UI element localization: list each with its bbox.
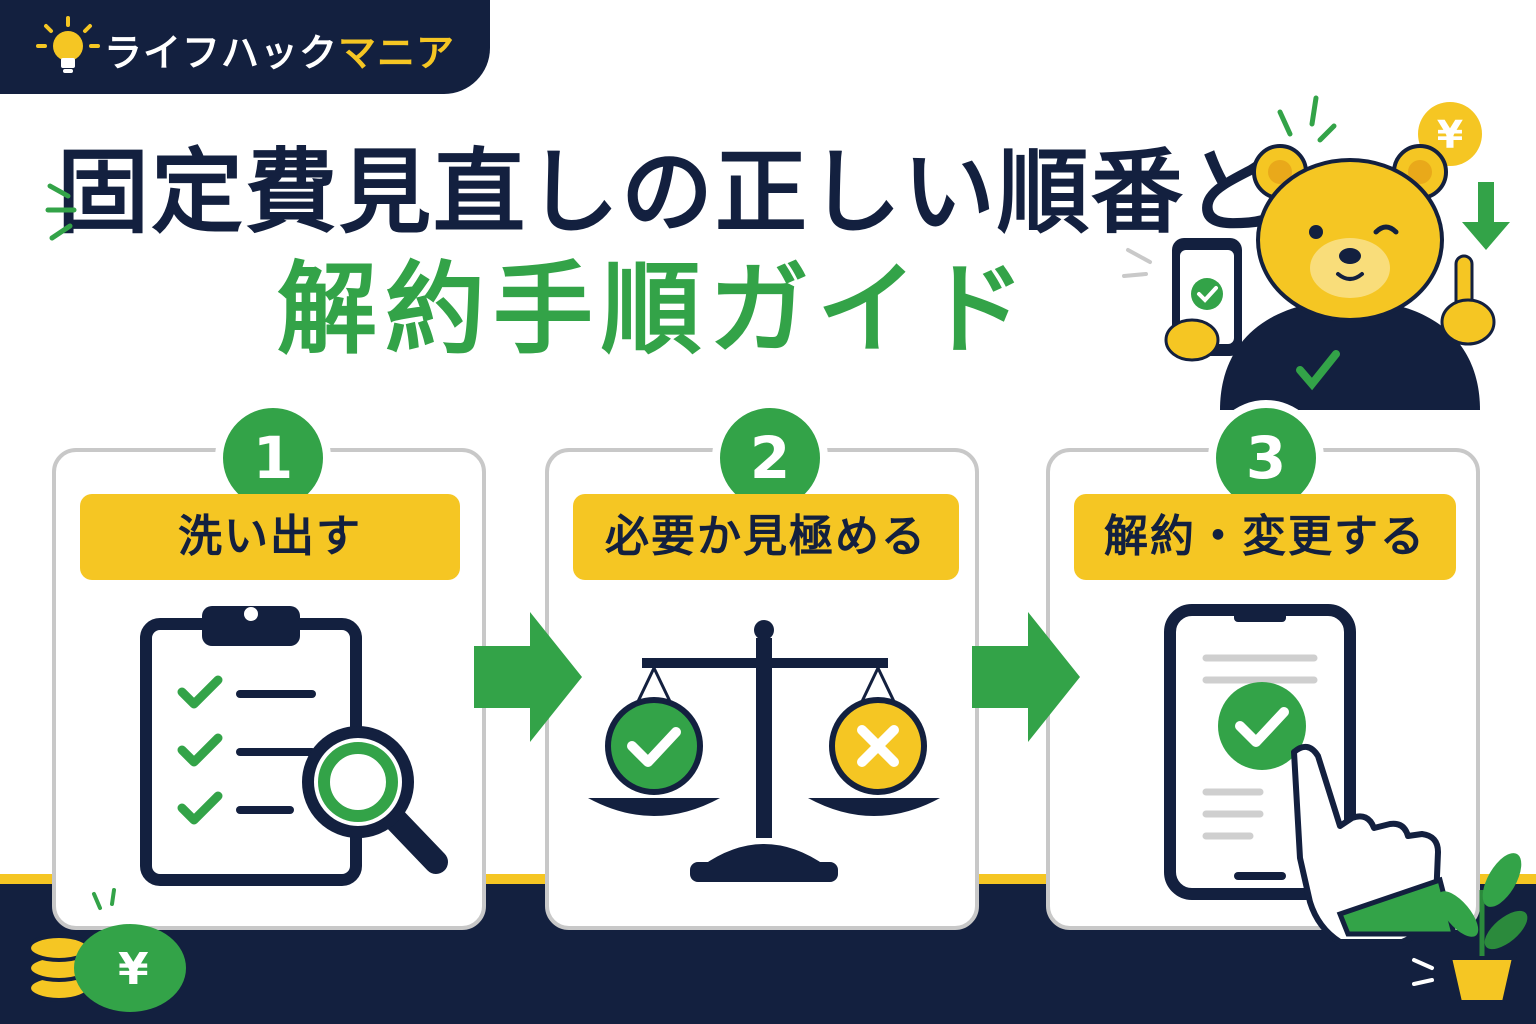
arrow-right-icon — [972, 612, 1080, 742]
brand-name-main: ライフハック — [104, 31, 339, 75]
page-title-line2: 解約手順ガイド — [277, 251, 1033, 368]
arrow-right-icon — [474, 612, 582, 742]
brand-name-accent: マニア — [338, 31, 456, 75]
yen-wallet-icon — [74, 888, 186, 1012]
balance-scale-icon — [588, 620, 940, 882]
bear-mascot-icon: ¥ — [1122, 95, 1510, 410]
potted-plant-icon — [1412, 853, 1528, 1004]
smartphone-tap-icon — [1164, 604, 1458, 945]
step-label: 必要か見極める — [573, 494, 959, 580]
brand-name: ライフハックマニア — [104, 22, 455, 77]
page-title-line1: 固定費見直しの正しい順番と — [56, 139, 1279, 246]
step-label: 解約・変更する — [1074, 494, 1456, 580]
sparkle-left-icon — [45, 183, 77, 241]
clipboard-magnifier-icon — [140, 606, 448, 886]
yen-symbol: ¥ — [118, 944, 149, 995]
lightbulb-icon — [36, 16, 100, 73]
svg-text:¥: ¥ — [1437, 113, 1463, 157]
step-label: 洗い出す — [80, 494, 460, 580]
